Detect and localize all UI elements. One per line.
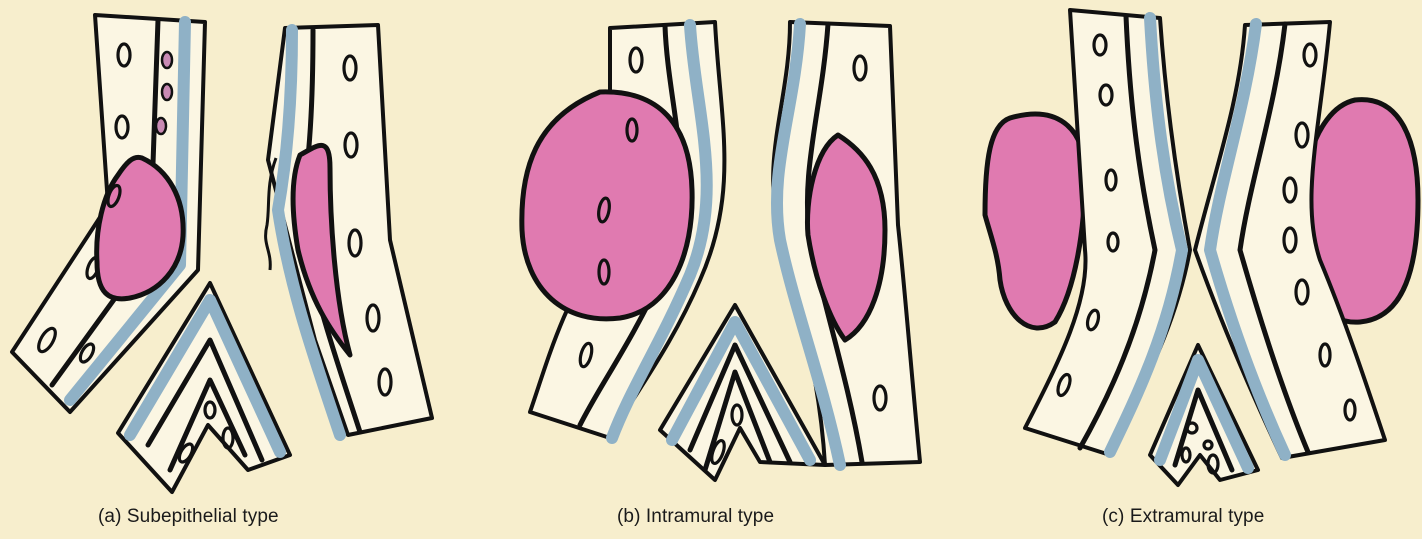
caption-extramural: (c) Extramural type xyxy=(1102,506,1264,528)
panel-a-subepithelial xyxy=(12,15,432,492)
caption-intramural: (b) Intramural type xyxy=(617,506,774,528)
panel-c-tumor-left xyxy=(985,114,1085,328)
panel-b-intramural xyxy=(522,22,920,480)
panel-c-extramural xyxy=(985,10,1418,485)
panel-b-tumor-left xyxy=(522,92,692,319)
caption-subepithelial: (a) Subepithelial type xyxy=(98,506,279,528)
